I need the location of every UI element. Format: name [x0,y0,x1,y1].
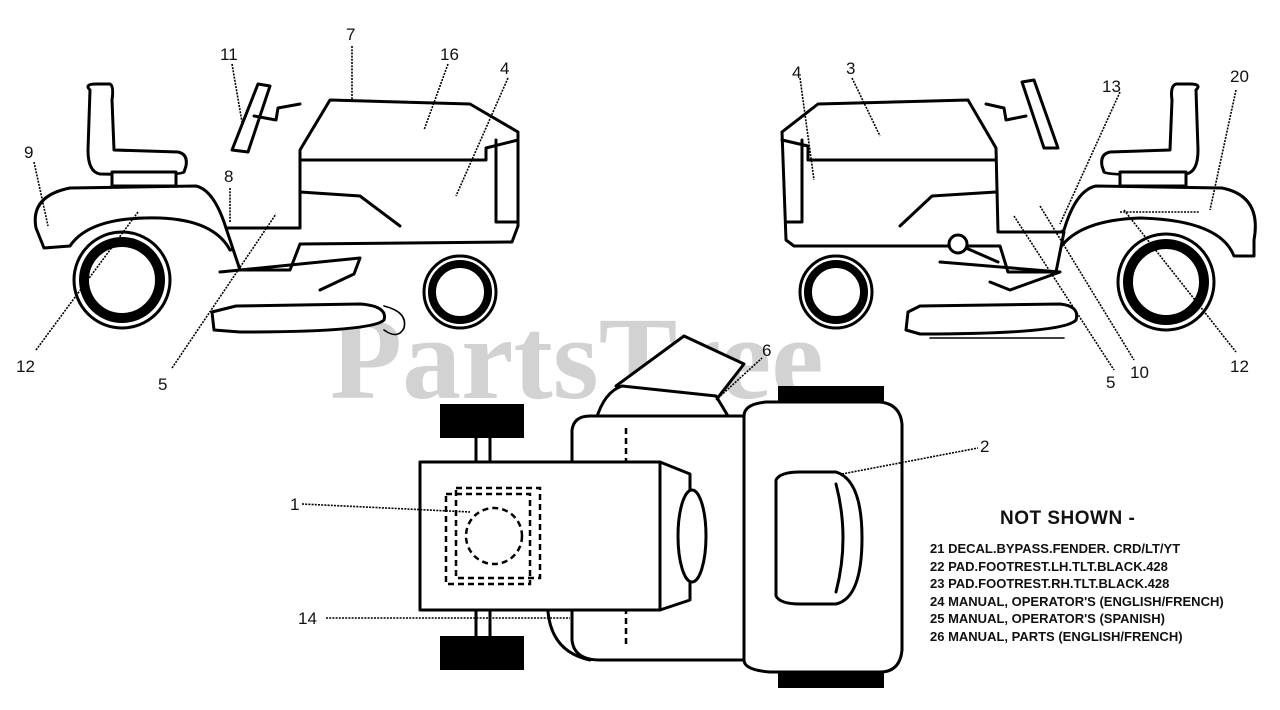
not-shown-item: 24 MANUAL, OPERATOR'S (ENGLISH/FRENCH) [930,593,1224,609]
mower-deck-left [210,302,386,334]
frame-left [224,98,520,272]
callout-9: 9 [24,143,33,162]
front-wheel-top-upper [440,404,524,438]
tractor-left-view [33,82,520,336]
tractor-right-view [780,78,1257,339]
seat-base-right [1118,170,1188,188]
callout-8: 8 [224,167,233,186]
not-shown-item: 22 PAD.FOOTREST.LH.TLT.BLACK.428 [930,558,1168,574]
callout-10: 10 [1130,363,1149,382]
top-view-callouts: 6 2 1 14 [290,341,989,628]
not-shown-item: 23 PAD.FOOTREST.RH.TLT.BLACK.428 [930,576,1170,591]
callout-1: 1 [290,495,299,514]
callout-11: 11 [220,45,238,64]
callout-3: 3 [846,59,855,78]
watermark: PartsTree [330,293,824,424]
callout-2: 2 [980,437,989,456]
callout-4-left: 4 [500,59,509,78]
callout-7: 7 [346,25,355,44]
callout-20: 20 [1230,67,1249,86]
not-shown-item: 26 MANUAL, PARTS (ENGLISH/FRENCH) [930,628,1183,644]
callout-14: 14 [298,609,317,628]
callout-4-right: 4 [792,63,801,82]
front-wheel-top-lower [440,636,524,670]
seat-top [774,470,864,606]
frame-right [780,98,1066,274]
seat-left [86,82,188,177]
steering-left [230,82,272,154]
fuel-tank-outline [444,492,532,586]
tractor-top-view [418,334,904,688]
hood-top [418,460,692,612]
seat-base-left [110,170,178,188]
fender-left [33,184,240,252]
callout-16: 16 [440,45,459,64]
callout-12-right: 12 [1230,357,1249,376]
not-shown-item: 21 DECAL.BYPASS.FENDER. CRD/LT/YT [930,541,1181,556]
not-shown-list: NOT SHOWN - 21 DECAL.BYPASS.FENDER. CRD/… [930,508,1275,645]
callout-12-left: 12 [16,357,35,376]
mower-deck-right [904,302,1079,336]
callout-5-left: 5 [158,375,167,394]
callout-6: 6 [762,341,771,360]
steering-right [1020,78,1060,150]
callout-5-right: 5 [1106,373,1115,392]
right-view-callouts: 4 3 13 20 5 10 12 [792,59,1249,392]
not-shown-heading: NOT SHOWN - [1000,508,1136,529]
left-view-callouts: 7 16 11 4 9 8 12 5 [16,25,509,394]
not-shown-item: 25 MANUAL, OPERATOR'S (SPANISH) [930,611,1165,626]
seat-right [1100,82,1200,177]
shift-knob [947,233,969,255]
callout-13: 13 [1102,77,1121,96]
